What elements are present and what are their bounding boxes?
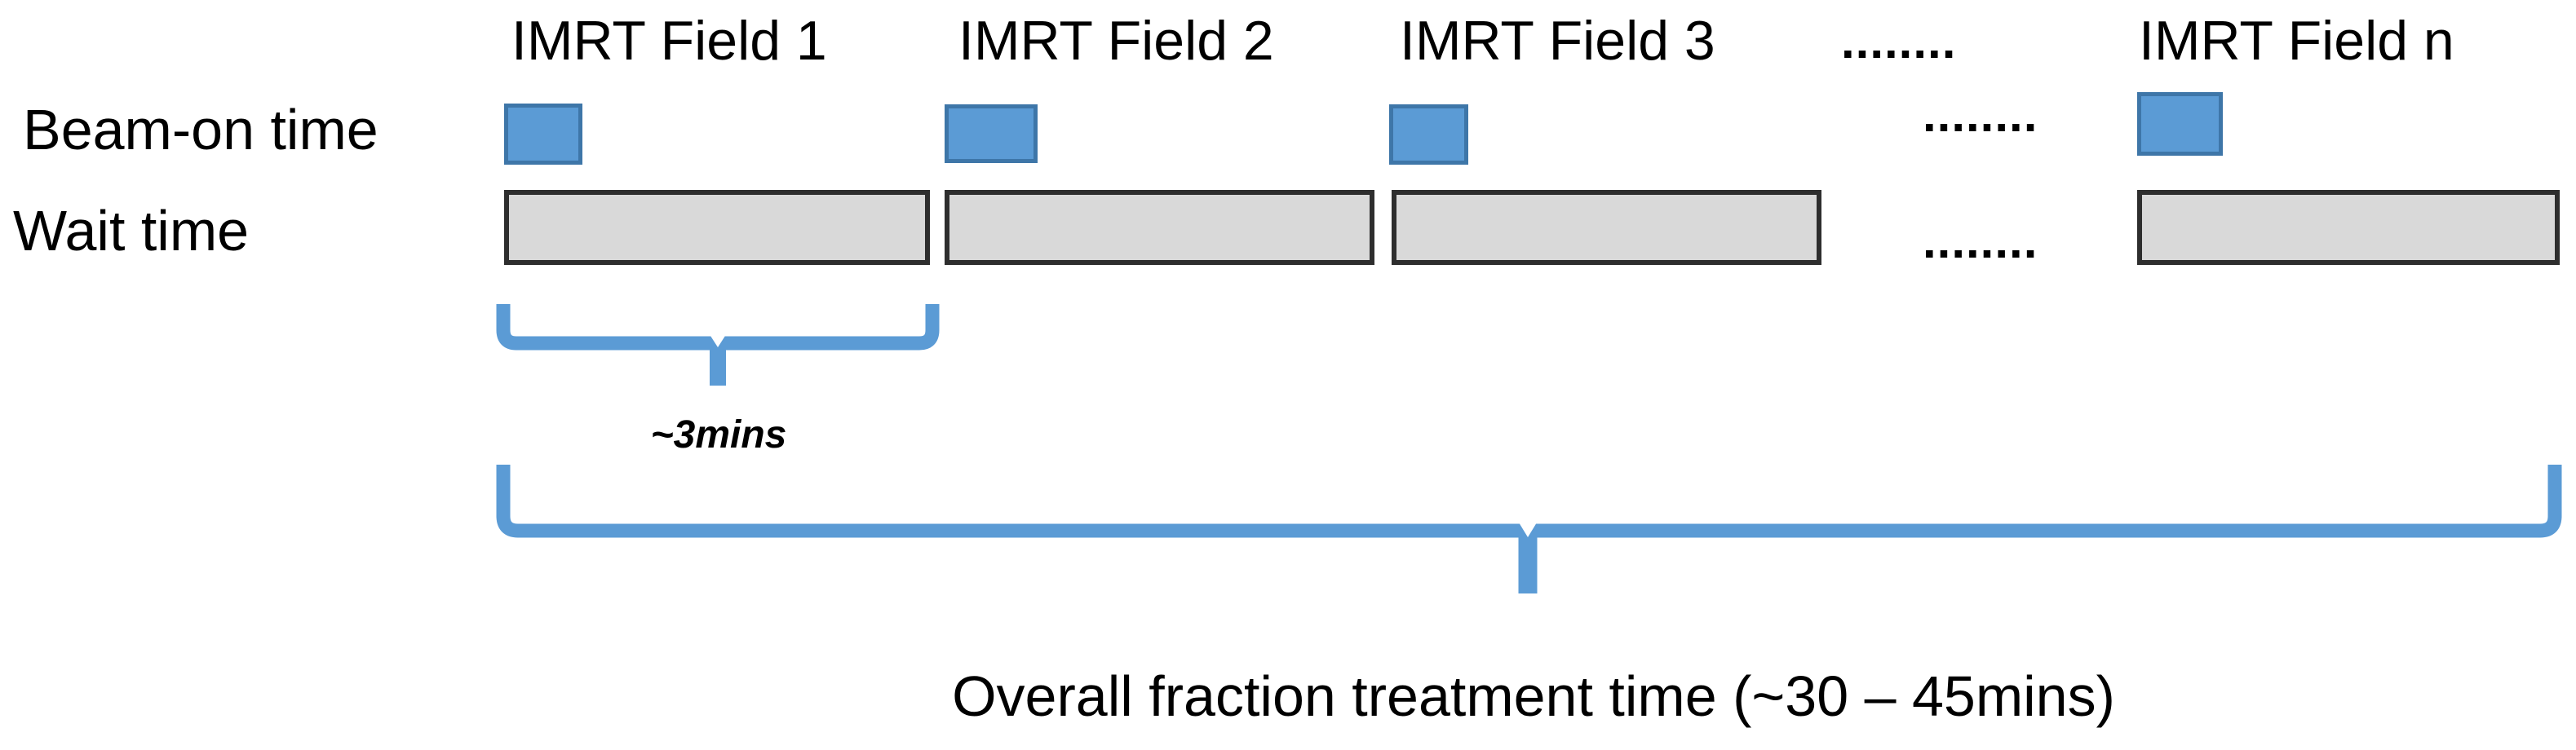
field-1-wait-block (504, 190, 930, 265)
beam-row-ellipsis: ........ (1923, 87, 2038, 142)
overall-time-caption: Overall fraction treatment time (~30 – 4… (952, 664, 2115, 728)
field-1-duration-bracket-icon (496, 304, 940, 386)
wait-time-row-label: Wait time (13, 199, 250, 262)
field-3-title: IMRT Field 3 (1400, 10, 1715, 72)
field-n-beam-on-block (2137, 92, 2223, 156)
field-n-title: IMRT Field n (2139, 10, 2454, 72)
field-2-title: IMRT Field 2 (958, 10, 1274, 72)
field-3-wait-block (1392, 190, 1821, 265)
field-3-beam-on-block (1389, 104, 1468, 165)
field-1-bracket-notch (710, 336, 725, 347)
field-1-beam-on-block (504, 104, 582, 165)
field-1-title: IMRT Field 1 (511, 10, 827, 72)
field-2-beam-on-block (945, 104, 1038, 163)
wait-row-ellipsis: ........ (1923, 214, 2038, 268)
overall-duration-bracket-icon (496, 465, 2562, 593)
overall-bracket-path (496, 465, 2562, 538)
beam-on-time-row-label: Beam-on time (23, 98, 378, 161)
field-2-wait-block (945, 190, 1374, 265)
overall-bracket-notch (1519, 523, 1537, 537)
title-row-ellipsis: ........ (1841, 14, 1957, 68)
per-field-time-annotation: ~3mins (650, 413, 787, 457)
field-n-wait-block (2137, 190, 2560, 265)
